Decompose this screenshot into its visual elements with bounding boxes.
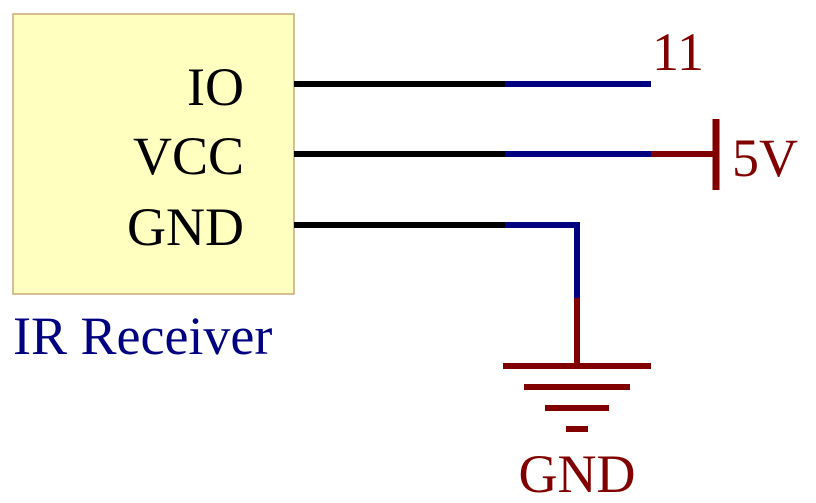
net-label-vcc: 5V (732, 128, 798, 188)
module-name-label: IR Receiver (13, 306, 272, 366)
pin-label-vcc: VCC (133, 126, 244, 186)
pin-label-gnd: GND (127, 197, 244, 257)
ground-symbol (503, 363, 651, 432)
pin-label-io: IO (187, 57, 244, 117)
wire-gnd-blue (505, 222, 580, 298)
ir-receiver-module-box (12, 13, 295, 295)
net-label-gnd: GND (519, 444, 636, 503)
net-label-io: 11 (652, 22, 704, 82)
